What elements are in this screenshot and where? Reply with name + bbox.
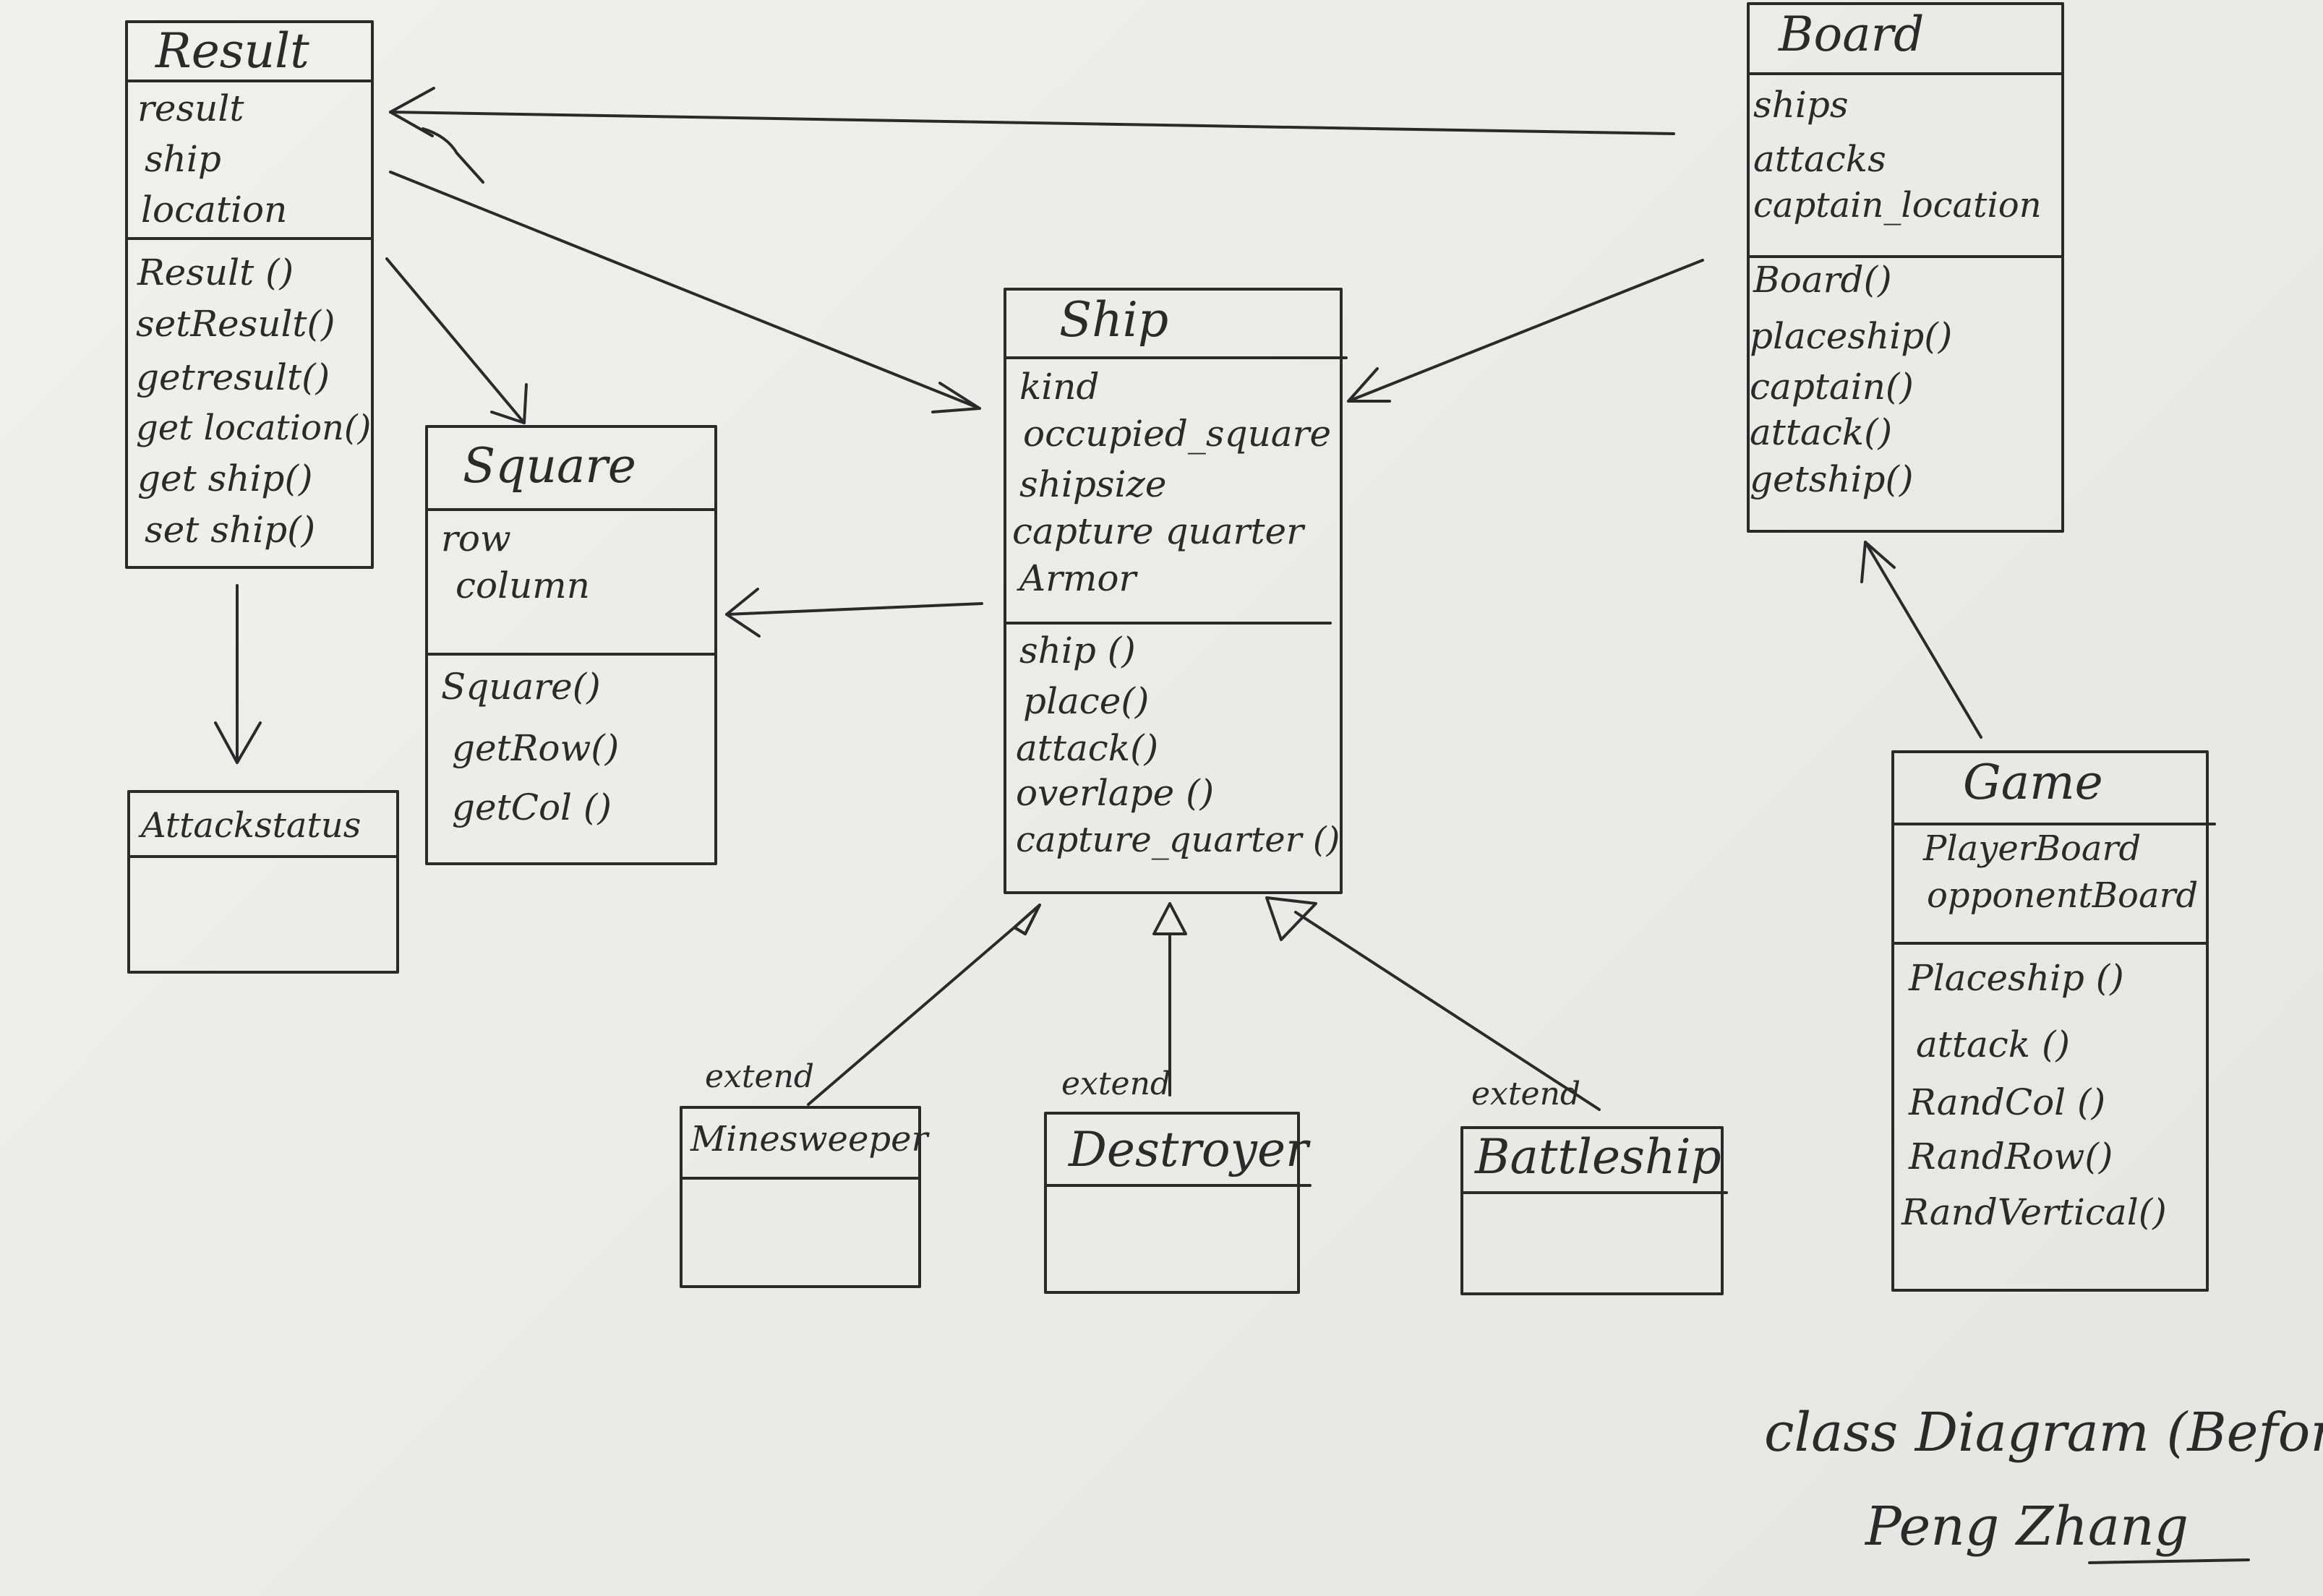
extend-label-battleship: extend <box>1471 1076 1581 1112</box>
author-name: Peng Zhang <box>1865 1496 2189 1558</box>
game-method: Placeship () <box>1909 957 2124 999</box>
ship-attribute: occupied_square <box>1023 413 1332 455</box>
result-method: get ship() <box>137 458 313 499</box>
board-attribute: ships <box>1753 84 1849 126</box>
arrow-board-to-ship <box>1347 259 1704 403</box>
ship-method: place() <box>1023 680 1150 722</box>
destroyer-class-box <box>1044 1112 1312 1294</box>
square-method: getCol () <box>452 786 612 828</box>
extend-label-minesweeper: extend <box>705 1058 815 1095</box>
attackstatus-class-box <box>127 790 399 974</box>
board-class-name: Board <box>1779 7 1925 62</box>
square-method: Square() <box>441 666 601 708</box>
ship-class-name: Ship <box>1059 292 1169 348</box>
ship-method: ship () <box>1019 630 1136 672</box>
board-method: Board() <box>1753 259 1892 301</box>
result-attribute: ship <box>145 138 221 180</box>
result-method: get location() <box>136 408 372 448</box>
result-attribute: result <box>137 87 244 129</box>
square-class-name: Square <box>463 438 636 494</box>
arrow-battleship-extends-ship <box>1265 896 1601 1111</box>
arrow-result-to-square <box>385 257 528 424</box>
ship-attribute: Armor <box>1019 557 1137 599</box>
ship-method: overlape () <box>1016 772 1215 814</box>
battleship-class-name: Battleship <box>1475 1129 1721 1185</box>
result-method: Result () <box>137 252 294 293</box>
diagram-caption: class Diagram (Before) <box>1764 1402 2323 1464</box>
result-method: getresult() <box>136 356 330 398</box>
square-attribute: row <box>441 518 511 559</box>
battleship-class-box <box>1460 1126 1728 1295</box>
game-attribute: PlayerBoard <box>1923 828 2142 869</box>
game-method: RandCol () <box>1909 1081 2106 1123</box>
minesweeper-class-box <box>680 1106 921 1288</box>
game-class-box <box>1891 750 2216 1292</box>
board-method: getship() <box>1750 458 1914 500</box>
arrow-ship-to-square <box>725 588 983 638</box>
arrow-destroyer-extends-ship <box>1152 902 1187 1097</box>
game-method: RandRow() <box>1909 1136 2113 1177</box>
ship-attribute: shipsize <box>1019 463 1167 505</box>
board-method: captain() <box>1750 366 1914 408</box>
arrow-game-to-board <box>1860 541 1982 739</box>
arrow-result-to-ship <box>389 127 981 413</box>
result-class-box <box>125 20 374 569</box>
minesweeper-class-name: Minesweeper <box>690 1119 928 1159</box>
ship-method: attack() <box>1016 727 1159 769</box>
square-class-box <box>425 425 717 865</box>
result-method: set ship() <box>145 509 316 551</box>
ship-class-box <box>1004 288 1348 894</box>
ship-attribute: kind <box>1019 366 1100 408</box>
extend-label-destroyer: extend <box>1061 1065 1171 1102</box>
game-method: attack () <box>1916 1024 2071 1065</box>
square-attribute: column <box>455 565 590 606</box>
author-underline <box>2088 1558 2250 1564</box>
board-method: attack() <box>1750 411 1893 453</box>
destroyer-class-name: Destroyer <box>1069 1122 1309 1177</box>
board-attribute: attacks <box>1753 138 1886 180</box>
result-class-name: Result <box>155 23 309 79</box>
game-attribute: opponentBoard <box>1927 875 2199 916</box>
board-class-box <box>1747 2 2064 533</box>
game-class-name: Game <box>1963 755 2103 810</box>
arrow-board-to-result <box>389 87 1675 137</box>
square-method: getRow() <box>452 727 620 769</box>
attackstatus-class-name: Attackstatus <box>141 805 362 846</box>
result-method: setResult() <box>136 303 335 345</box>
arrow-minesweeper-extends-ship <box>807 904 1041 1106</box>
result-attribute: location <box>141 189 288 231</box>
ship-method: capture_quarter () <box>1016 820 1340 860</box>
board-method: placeship() <box>1750 315 1953 357</box>
arrow-result-to-attackstatus <box>214 584 262 764</box>
ship-attribute: capture quarter <box>1012 510 1304 552</box>
board-attribute: captain_location <box>1753 185 2042 226</box>
game-method: RandVertical() <box>1901 1191 2167 1233</box>
